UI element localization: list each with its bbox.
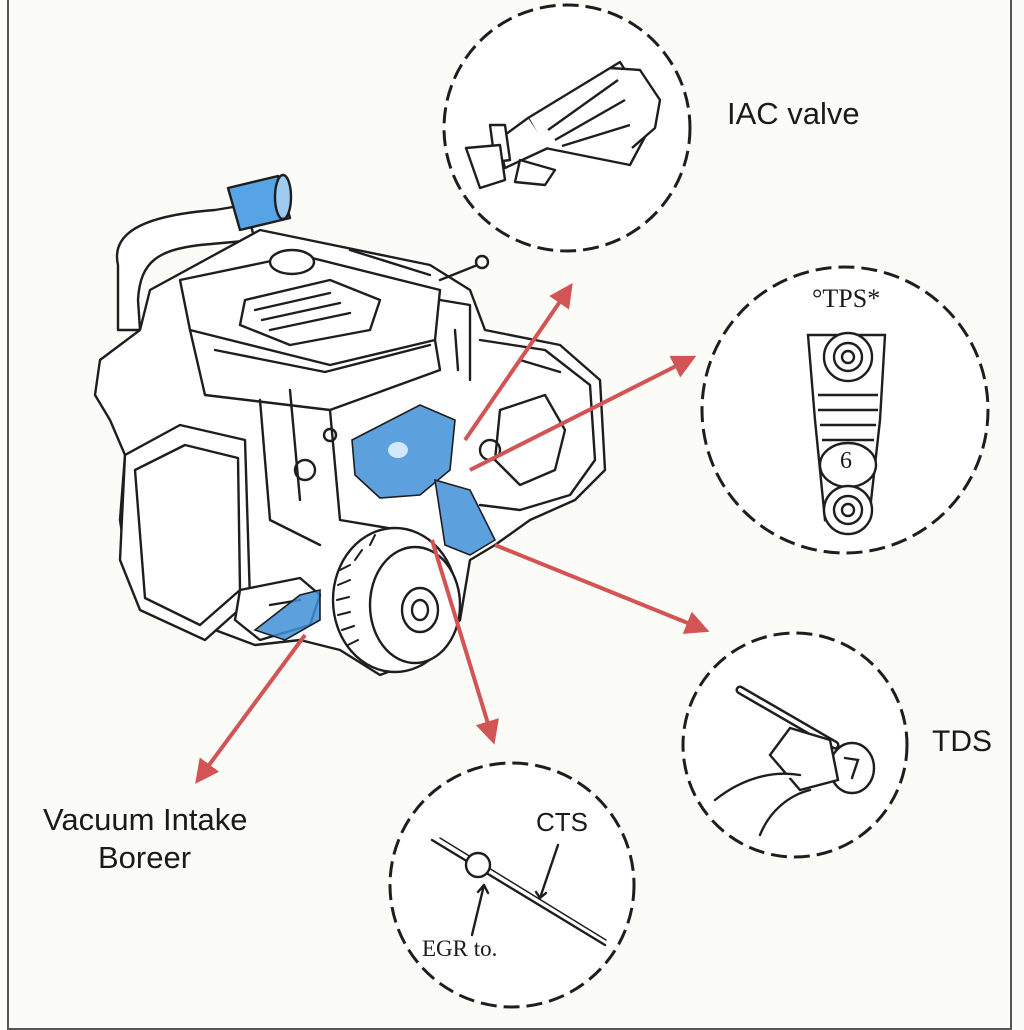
label-iac-valve: IAC valve (727, 96, 860, 131)
arrow-to-tds (494, 543, 710, 634)
label-tps-inset: °TPS* (812, 284, 881, 313)
intake-pipe (115, 173, 293, 332)
sensor-stack-icon (806, 331, 887, 536)
label-tps-number: 6 (840, 448, 852, 474)
label-vacuum-boreer: Boreer (98, 840, 192, 875)
label-vacuum-intake: Vacuum Intake (43, 802, 248, 837)
engine-illustration (93, 173, 607, 677)
label-cts: CTS (536, 807, 588, 837)
valve-icon (464, 60, 662, 190)
arrow-to-iac-valve (463, 283, 573, 442)
label-egr: EGR to. (422, 936, 498, 961)
arrow-to-cts (430, 539, 499, 745)
crank-pulley (331, 526, 462, 674)
side-cover (118, 423, 252, 642)
probe-icon (430, 837, 607, 947)
inset-circle-cts (388, 761, 636, 1009)
arrow-to-vacuum-intake (195, 633, 307, 784)
rod-sensor-icon (713, 685, 876, 837)
arrow-to-tps (469, 355, 697, 472)
highlighted-sensors (253, 404, 497, 641)
pointer-arrows (195, 283, 710, 784)
label-tds: TDS (932, 725, 992, 758)
